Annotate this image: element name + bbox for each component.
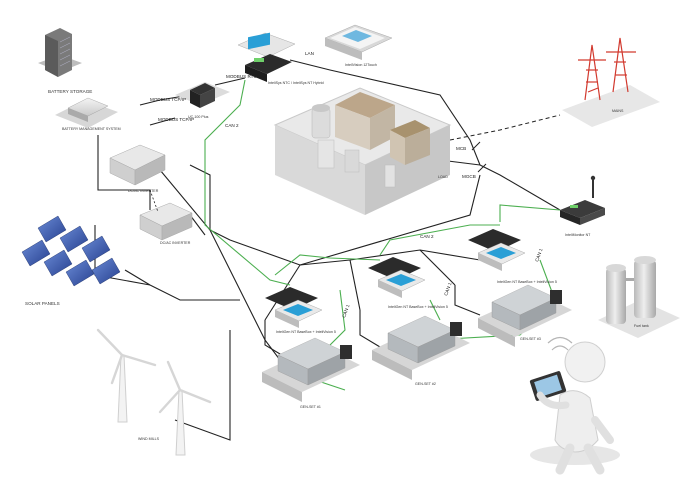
can1-a-label: CAN 1: [443, 281, 452, 296]
controller-1-label: InteliGen NT BaseBox + InteliVision 5: [276, 330, 336, 334]
battery-storage: BATTERY STORAGE: [38, 28, 92, 94]
rtu-controller: InteliSys NTC / InteliSys NT Hybrid: [237, 32, 324, 85]
gen-set-2: GEN-SET #2: [372, 315, 470, 386]
load-label: LOAD: [438, 175, 448, 179]
load-plant: LOAD: [273, 87, 452, 215]
lan-label: LAN: [305, 51, 314, 56]
can1-b-label: CAN 1: [341, 303, 350, 318]
wind-mills: WIND MILLS: [96, 328, 212, 456]
gen-set-3: GEN-SET #3: [478, 284, 572, 347]
modbus-rtu-label: MODBUS RTU: [226, 74, 257, 79]
gen-set-1-label: GEN-SET #1: [300, 405, 321, 409]
inverter-2-label: DC/AC INVERTER: [160, 241, 191, 245]
battery-management-system: BATTERY MANAGEMENT SYSTEM: [55, 97, 121, 131]
mcb-label: MCB: [456, 146, 466, 151]
modbus-tcpip-mid-label: MODBUS TCP/IP: [158, 117, 194, 122]
controller-2-label: InteliGen NT BaseBox + InteliVision 5: [388, 305, 448, 309]
converter-label: UC-100 Plus: [188, 115, 209, 119]
can2-mid-label: CAN 2: [420, 234, 434, 239]
wind-mills-label: WIND MILLS: [138, 437, 160, 441]
solar-panels-label: SOLAR PANELS: [25, 301, 60, 306]
connection-labels: MODBUS TCP/IP MODBUS TCP/IP MODBUS RTU L…: [150, 51, 544, 318]
gen-set-3-label: GEN-SET #3: [520, 337, 541, 341]
converter-device: UC-100 Plus: [175, 82, 230, 119]
touch-display: InteliVision 12Touch: [324, 24, 393, 67]
touch-display-label: InteliVision 12Touch: [345, 63, 377, 67]
can2-top-label: CAN 2: [225, 123, 239, 128]
gen-set-1: GEN-SET #1: [262, 337, 360, 409]
inverter-1-label: DC/AC INVERTER: [128, 189, 159, 193]
mgcb-breaker: MGCB: [462, 163, 487, 179]
controller-3-label: InteliGen NT BaseBox + InteliVision 5: [497, 280, 557, 284]
bms-label: BATTERY MANAGEMENT SYSTEM: [62, 127, 121, 131]
fuel-tank: Fuel tank: [598, 256, 680, 338]
modbus-tcpip-left-label: MODBUS TCP/IP: [150, 97, 186, 102]
mains-dashed-line: [449, 114, 561, 141]
dc-ac-inverter-2: DC/AC INVERTER: [139, 202, 193, 245]
controller-1: InteliGen NT BaseBox + InteliVision 5: [265, 287, 336, 334]
fuel-tank-label: Fuel tank: [634, 324, 649, 328]
mgcb-label: MGCB: [462, 174, 476, 179]
controller-2: InteliGen NT BaseBox + InteliVision 5: [368, 257, 448, 309]
can1-right-label: CAN 1: [534, 247, 543, 262]
controller-3: InteliGen NT BaseBox + InteliVision 5: [468, 229, 557, 284]
mains-tower: MAINS: [562, 37, 660, 127]
person-with-tablet: [529, 336, 620, 475]
battery-storage-label: BATTERY STORAGE: [48, 89, 92, 94]
gateway-device: InteliMonitor NT: [560, 175, 605, 237]
mcb-breaker: MCB: [456, 141, 481, 151]
gen-set-2-label: GEN-SET #2: [415, 382, 436, 386]
gateway-label: InteliMonitor NT: [565, 233, 591, 237]
rtu-controller-label: InteliSys NTC / InteliSys NT Hybrid: [268, 81, 324, 85]
mains-label: MAINS: [612, 109, 624, 113]
dc-ac-inverter-1: DC/AC INVERTER: [109, 144, 166, 193]
solar-panels: SOLAR PANELS: [21, 215, 121, 306]
